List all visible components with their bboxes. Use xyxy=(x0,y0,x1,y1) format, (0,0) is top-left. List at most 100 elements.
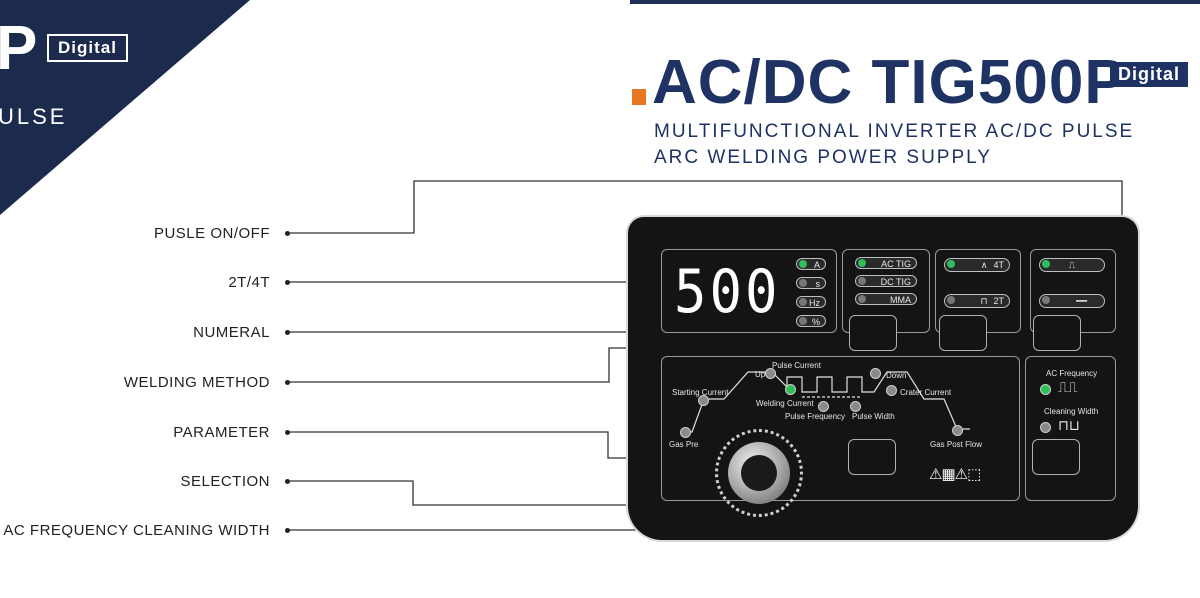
unit-percent-indicator: % xyxy=(796,315,826,327)
control-panel: 500 A s Hz % AC TIG DC TIG MMA ∧ 4T ⊓ 2T ⎍… xyxy=(628,217,1138,540)
trigger-label: 2T xyxy=(993,296,1004,306)
ac-frequency-section: AC Frequency ⎍⎍ Cleaning Width ⊓⊔ xyxy=(1025,356,1116,501)
ac-frequency-text: AC Frequency xyxy=(1046,369,1098,378)
welding-current-led xyxy=(785,384,796,395)
label-dot xyxy=(285,231,290,236)
subtitle-line-2: ARC WELDING POWER SUPPLY xyxy=(654,147,992,168)
unit-label: s xyxy=(815,279,821,289)
knob-cap xyxy=(741,455,777,491)
unit-label: % xyxy=(811,317,820,327)
label-pulse-on-off: PUSLE ON/OFF xyxy=(153,225,270,242)
led xyxy=(1042,296,1050,304)
product-title: AC/DC TIG500P xyxy=(652,48,1127,117)
ac-wave-icon: ⎍⎍ xyxy=(1058,379,1078,395)
pulse-off-indicator: ━━ xyxy=(1039,294,1105,308)
label-dot xyxy=(285,380,290,385)
ac-frequency-button[interactable] xyxy=(1032,439,1080,475)
corner-pulse-text: ULSE xyxy=(0,104,68,129)
title-digital-badge: Digital xyxy=(1110,62,1189,87)
led xyxy=(947,296,955,304)
trigger-label: 4T xyxy=(993,260,1004,270)
crater-current-led xyxy=(886,385,897,396)
led xyxy=(799,317,807,325)
knob-scale xyxy=(715,429,803,517)
label-ac-frequency-cleaning-width: AC FREQUENCY CLEANING WIDTH xyxy=(3,522,270,539)
crater-current-text: Crater Current xyxy=(900,388,952,397)
label-dot xyxy=(285,430,290,435)
parameter-section: Pulse Current Up Down Starting Current C… xyxy=(661,356,1020,517)
corner-letter: P xyxy=(0,14,38,83)
ac-tig-indicator: AC TIG xyxy=(855,257,917,269)
unit-hz-indicator: Hz xyxy=(796,296,826,308)
down-text: Down xyxy=(886,371,907,380)
label-selection: SELECTION xyxy=(180,473,270,490)
pulse-on-indicator: ⎍ xyxy=(1039,258,1105,272)
corner-triangle xyxy=(0,0,250,215)
ac-frequency-led xyxy=(1040,384,1051,395)
gas-pre-text: Gas Pre xyxy=(669,440,699,449)
2t-wave-icon: ⊓ xyxy=(980,296,988,306)
unit-a-indicator: A xyxy=(796,258,826,270)
cleaning-width-led xyxy=(1040,422,1051,433)
label-dot xyxy=(285,330,290,335)
unit-label: Hz xyxy=(809,298,820,308)
up-led xyxy=(765,368,776,379)
led xyxy=(799,279,807,287)
pulse-button[interactable] xyxy=(1033,315,1081,351)
pulse-width-text: Pulse Width xyxy=(852,412,895,421)
gas-pre-led xyxy=(680,427,691,438)
label-dot xyxy=(285,479,290,484)
numeral-section: 500 A s Hz % xyxy=(661,249,837,333)
label-numeral: NUMERAL xyxy=(193,324,270,341)
method-label: AC TIG xyxy=(881,259,911,269)
4t-wave-icon: ∧ xyxy=(980,260,988,270)
gas-post-flow-text: Gas Post Flow xyxy=(930,440,983,449)
led xyxy=(947,260,955,268)
corner-banner: P Digital ULSE xyxy=(0,0,260,220)
parameter-waveform xyxy=(682,371,970,433)
title-accent xyxy=(632,89,646,105)
label-welding-method: WELDING METHOD xyxy=(123,374,270,391)
warning-icons: ⚠▦⚠⬚ xyxy=(929,466,981,483)
selection-button[interactable] xyxy=(848,439,896,475)
dc-tig-indicator: DC TIG xyxy=(855,275,917,287)
trigger-button[interactable] xyxy=(939,315,987,351)
led xyxy=(799,298,807,306)
method-label: DC TIG xyxy=(880,277,911,287)
unit-s-indicator: s xyxy=(796,277,826,289)
cleaning-wave-icon: ⊓⊔ xyxy=(1058,417,1080,433)
led xyxy=(858,295,866,303)
top-divider xyxy=(630,0,1200,4)
subtitle-line-1: MULTIFUNCTIONAL INVERTER AC/DC PULSE xyxy=(654,121,1135,142)
welding-method-button[interactable] xyxy=(849,315,897,351)
unit-label: A xyxy=(813,260,820,270)
label-dot xyxy=(285,280,290,285)
2t-indicator: ⊓ 2T xyxy=(944,294,1010,308)
led xyxy=(858,277,866,285)
4t-indicator: ∧ 4T xyxy=(944,258,1010,272)
pulse-current-text: Pulse Current xyxy=(772,361,821,370)
label-parameter: PARAMETER xyxy=(173,424,270,441)
led xyxy=(1042,260,1050,268)
up-text: Up xyxy=(755,370,766,379)
pulse-frequency-text: Pulse Frequency xyxy=(785,412,846,421)
numeral-display: 500 xyxy=(674,256,781,327)
starting-current-led xyxy=(698,395,709,406)
down-led xyxy=(870,368,881,379)
pulse-width-led xyxy=(850,401,861,412)
label-dot xyxy=(285,528,290,533)
led xyxy=(858,259,866,267)
label-2t-4t: 2T/4T xyxy=(228,274,270,291)
method-label: MMA xyxy=(890,295,911,305)
trigger-section: ∧ 4T ⊓ 2T xyxy=(935,249,1021,333)
corner-digital-badge: Digital xyxy=(47,34,128,62)
starting-current-text: Starting Current xyxy=(672,388,729,397)
led xyxy=(799,260,807,268)
pulse-frequency-led xyxy=(818,401,829,412)
pulse-wave-icon: ⎍ xyxy=(1068,260,1075,270)
leader-parameter xyxy=(288,431,670,459)
mma-indicator: MMA xyxy=(855,293,917,305)
welding-method-section: AC TIG DC TIG MMA xyxy=(842,249,930,333)
gas-post-flow-led xyxy=(952,425,963,436)
flat-line-icon: ━━ xyxy=(1076,296,1087,306)
